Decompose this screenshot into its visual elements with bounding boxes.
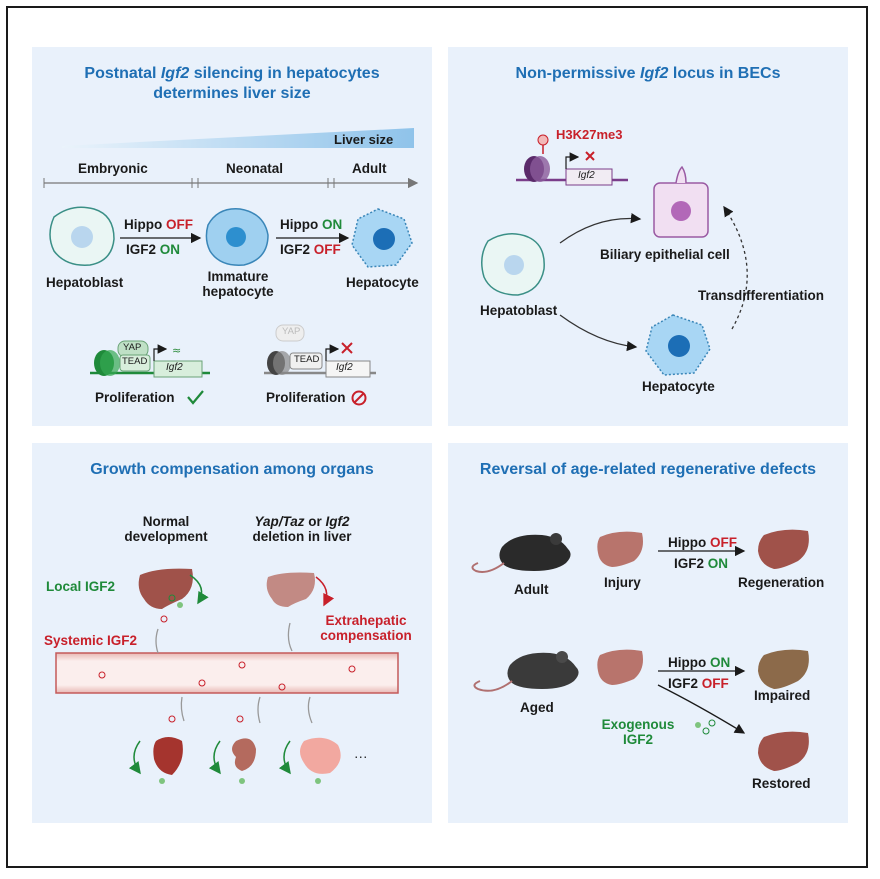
label-hepatoblast: Hepatoblast xyxy=(46,275,124,290)
stage-adult: Adult xyxy=(352,161,387,176)
tead-shape xyxy=(289,352,323,370)
nucleus xyxy=(373,228,395,250)
check-icon xyxy=(187,390,204,405)
compensation-diagram xyxy=(55,568,399,784)
arrow1-igf2: IGF2 ON xyxy=(126,242,181,257)
liver-injured xyxy=(597,531,643,567)
liver-injured-aged xyxy=(597,649,643,685)
panel-title: Growth compensation among organs xyxy=(90,461,374,478)
arrow2-igf2: IGF2 OFF xyxy=(280,242,341,257)
label-aged: Aged xyxy=(520,700,554,715)
label-transdifferentiation: Transdifferentiation xyxy=(698,288,825,303)
cross-icon xyxy=(585,151,595,161)
tead-label-silenced: TEAD xyxy=(294,354,320,365)
arrow1-hippo: Hippo OFF xyxy=(668,535,737,550)
arrow-to-biliary xyxy=(559,212,642,244)
igf2-gene-box xyxy=(325,360,371,378)
igf2-dot xyxy=(695,722,701,728)
igf2-gene-box xyxy=(565,168,613,186)
arrow1-igf2: IGF2 ON xyxy=(674,556,729,571)
panel-liver-size: Postnatal Igf2 silencing in hepatocytes … xyxy=(32,47,432,426)
kidney xyxy=(232,738,256,771)
label-regeneration: Regeneration xyxy=(738,575,825,590)
label-adult: Adult xyxy=(514,582,549,597)
liver-size-label: Liver size xyxy=(334,132,394,147)
panel-becs: Non-permissive Igf2 locus in BECs H3K27m… xyxy=(448,47,848,426)
igf2-gene-label: Igf2 xyxy=(578,170,595,181)
yap-label: YAP xyxy=(123,342,142,353)
stage-neonatal: Neonatal xyxy=(226,161,284,176)
label-hepatoblast: Hepatoblast xyxy=(480,303,558,318)
arrow2-hippo: Hippo ON xyxy=(668,655,731,670)
arrow2-hippo: Hippo ON xyxy=(280,217,343,232)
igf2-gene-label: Igf2 xyxy=(166,362,183,373)
label-impaired: Impaired xyxy=(754,688,811,703)
label-restored: Restored xyxy=(752,776,811,791)
bec-diagram xyxy=(481,134,748,376)
stage-embryonic: Embryonic xyxy=(78,161,148,176)
proliferation-on: Proliferation xyxy=(95,390,175,405)
transdifferentiation-arrow xyxy=(723,205,748,330)
igf2-gene-label-silenced: Igf2 xyxy=(336,362,353,373)
panel-title: Postnatal Igf2 silencing in hepatocytes … xyxy=(84,65,380,102)
tead-shape xyxy=(119,354,151,372)
label-biliary: Biliary epithelial cell xyxy=(600,247,730,262)
panel-title: Reversal of age-related regenerative def… xyxy=(479,461,817,478)
mouse-aged xyxy=(507,652,579,689)
tead-label: TEAD xyxy=(122,356,148,367)
nucleus xyxy=(671,201,691,221)
blood-vessel xyxy=(55,652,399,694)
label-systemic-igf2: Systemic IGF2 xyxy=(44,633,138,648)
more-organs-ellipsis: ··· xyxy=(354,749,368,764)
h3k27me3-label: H3K27me3 xyxy=(556,127,623,142)
panel-growth-compensation: Growth compensation among organs xyxy=(32,443,432,823)
arrow2-igf2: IGF2 OFF xyxy=(668,676,729,691)
panel-title: Non-permissive Igf2 locus in BECs xyxy=(515,65,781,82)
arrow1-hippo: Hippo OFF xyxy=(124,217,193,232)
methyl-mark-icon xyxy=(537,134,549,146)
liver-size-diagram: ≈ xyxy=(43,128,419,406)
panel-regeneration: Reversal of age-related regenerative def… xyxy=(448,443,848,823)
label-injury: Injury xyxy=(604,575,641,590)
intestine xyxy=(300,737,341,774)
yap-faded-label: YAP xyxy=(282,326,301,337)
label-local-igf2: Local IGF2 xyxy=(46,579,116,594)
liver-impaired xyxy=(758,649,809,689)
igf2-gene-box xyxy=(153,360,203,378)
prohibited-icon xyxy=(351,390,367,406)
yap-faded-shape xyxy=(275,324,305,342)
igf2-dot xyxy=(98,671,106,679)
liver-restored xyxy=(758,731,809,771)
liver-size-wedge xyxy=(62,128,414,148)
label-hepatocyte: Hepatocyte xyxy=(346,275,419,290)
label-hepatocyte: Hepatocyte xyxy=(642,379,715,394)
nucleus xyxy=(71,226,93,248)
liver-normal xyxy=(138,568,193,609)
arrow-to-hepatocyte xyxy=(559,314,638,352)
transcription-wave-icon: ≈ xyxy=(172,344,181,357)
figure-frame xyxy=(6,6,868,868)
igf2-dot xyxy=(168,594,176,602)
cross-icon xyxy=(341,342,353,354)
nucleus xyxy=(226,227,246,247)
liver-regenerated xyxy=(758,529,809,569)
regeneration-diagram xyxy=(471,529,809,771)
heart xyxy=(153,737,183,775)
proliferation-off: Proliferation xyxy=(266,390,346,405)
liver-deleted xyxy=(266,572,315,607)
